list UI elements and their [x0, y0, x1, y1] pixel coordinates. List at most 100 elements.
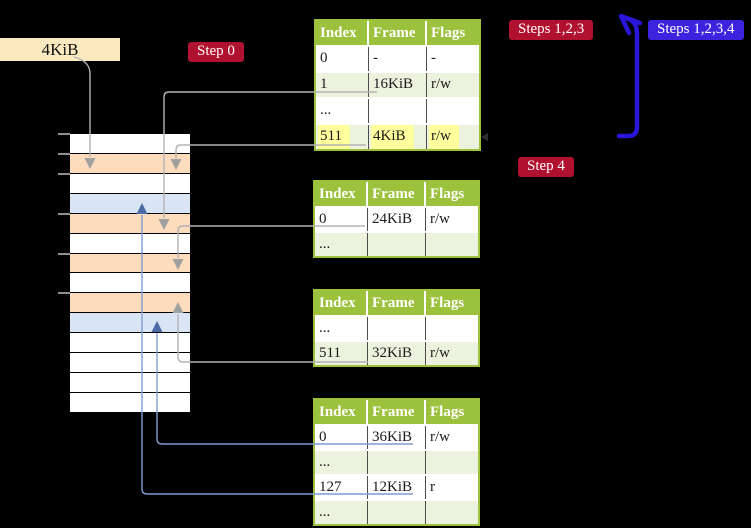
header-cell-flags: Flags [430, 186, 465, 202]
memory-row-white-12 [70, 373, 190, 392]
memory-row-orange-4 [70, 213, 190, 233]
step4-badge: Step 4 [518, 157, 574, 177]
page-table-4-row-3: ... [315, 499, 478, 524]
memory-row-white-13 [70, 392, 190, 412]
memory-row-orange-1 [70, 153, 190, 173]
header-cell-index: Index [315, 400, 368, 424]
header-cell-index: Index [315, 291, 368, 315]
header-cell-flags: Flags [431, 25, 466, 41]
header-cell-index: Index [315, 182, 368, 206]
table-cell: r/w [430, 211, 450, 227]
header-cell-flags: Flags [430, 404, 465, 420]
table-cell [426, 233, 478, 256]
table-cell: 127 [315, 476, 368, 499]
table-cell [426, 317, 478, 340]
header-cell-frame: Frame [368, 291, 426, 315]
steps123-badge: Steps 1,2,3 [509, 20, 594, 40]
table-cell [427, 99, 479, 123]
memory-row-orange-6 [70, 253, 190, 273]
table-cell [368, 233, 426, 256]
page-table-1-row-2: ... [316, 97, 479, 123]
table-cell [368, 451, 426, 474]
highlighted-value: 511 [318, 125, 350, 149]
table-cell: 32KiB [368, 342, 426, 365]
table-cell [368, 501, 426, 524]
table-cell: 24KiB [368, 208, 426, 231]
table-cell: 36KiB [368, 426, 426, 449]
header-cell-flags: Flags [430, 295, 465, 311]
table-cell: - [369, 47, 427, 71]
table-cell: 4KiB [369, 125, 427, 149]
table-cell: ... [316, 99, 369, 123]
table-cell: ... [315, 317, 368, 340]
table-cell [368, 317, 426, 340]
steps-cycle-arrow [616, 16, 640, 139]
table-cell: r/w [430, 429, 450, 445]
highlighted-value: r/w [429, 125, 459, 149]
table-cell: 511 [316, 125, 369, 149]
physical-memory-stack [70, 134, 190, 412]
memory-tick [58, 252, 70, 255]
table-cell: 0 [316, 47, 369, 71]
4kib-page-label: 4KiB [0, 38, 120, 61]
page-table-1-row-0: 0-- [316, 45, 479, 71]
highlighted-value: 4KiB [371, 125, 414, 149]
memory-row-white-2 [70, 173, 190, 193]
memory-row-white-7 [70, 273, 190, 293]
table-cell: 0 [315, 426, 368, 449]
memory-row-blue-9 [70, 313, 190, 333]
table-cell: ... [315, 501, 368, 524]
table-cell: ... [315, 451, 368, 474]
table-cell [369, 99, 427, 123]
table-cell: - [431, 50, 436, 66]
steps1234-badge: Steps 1,2,3,4 [648, 20, 744, 40]
table-cell: ... [315, 233, 368, 256]
memory-row-white-11 [70, 353, 190, 373]
table-cell: r [430, 479, 435, 495]
header-cell-frame: Frame [368, 182, 426, 206]
table-cell: 511 [315, 342, 368, 365]
memory-row-white-10 [70, 333, 190, 353]
page-table-3-row-0: ... [315, 315, 478, 340]
table-cell: 16KiB [369, 73, 427, 97]
memory-tick [58, 212, 70, 215]
memory-tick [58, 292, 70, 295]
table-cell: r/w [431, 76, 451, 92]
table-cell: 12KiB [368, 476, 426, 499]
memory-tick [58, 172, 70, 175]
memory-row-orange-8 [70, 293, 190, 313]
page-table-1-row-3: 511 4KiB r/w [316, 123, 479, 149]
table-cell [426, 451, 478, 474]
header-cell-frame: Frame [368, 400, 426, 424]
memory-row-white-5 [70, 233, 190, 253]
steps-cycle-arrow-head [618, 13, 643, 36]
table-cell [426, 501, 478, 524]
table-cell: r/w [430, 345, 450, 361]
page-table-4-row-1: ... [315, 449, 478, 474]
memory-tick [58, 152, 70, 155]
header-cell-frame: Frame [369, 21, 427, 45]
step0-badge: Step 0 [188, 42, 244, 62]
page-table-2-row-1: ... [315, 231, 478, 256]
table1-entry511-pointer-mark [481, 133, 488, 141]
table-cell: r/w [427, 125, 479, 149]
memory-tick [58, 133, 70, 135]
table-cell: 1 [316, 73, 369, 97]
header-cell-index: Index [316, 21, 369, 45]
table-cell: 0 [315, 208, 368, 231]
memory-row-white-0 [70, 134, 190, 153]
